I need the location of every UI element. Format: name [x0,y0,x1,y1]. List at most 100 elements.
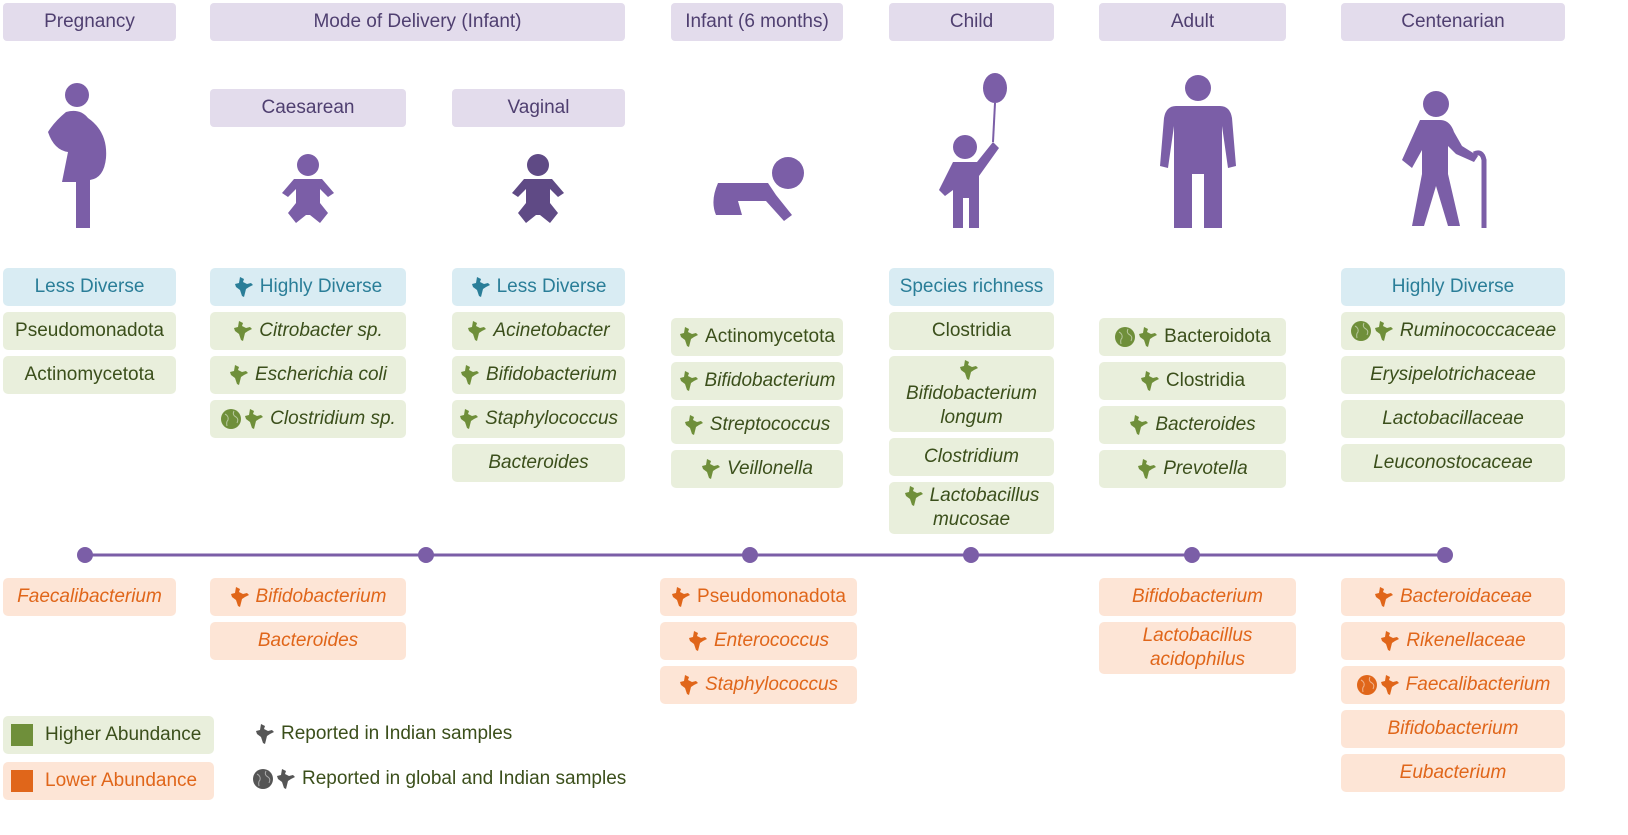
lower-abundance-item: Eubacterium [1341,754,1565,792]
header-child: Child [889,3,1054,41]
adult-icon [1160,75,1236,228]
box-content: Staphylococcus [459,407,618,431]
box-content: Actinomycetota [25,363,155,387]
sample-marks [233,320,253,342]
india-map-icon [672,586,691,607]
taxon-label: Actinomycetota [24,364,155,385]
sample-marks [230,586,250,608]
lower-abundance-item: Bifidobacterium [1341,710,1565,748]
box-content: Bacteroides [1129,413,1256,437]
legend-lower-label: Lower Abundance [45,770,198,791]
header-infant: Infant (6 months) [671,3,843,41]
sample-marks [1350,320,1394,342]
higher-abundance-item: Lactobacillaceae [1341,400,1565,438]
box-content: Lactobacillus mucosae [895,484,1048,532]
taxon-label: Citrobacter sp. [259,320,383,341]
taxon-label: Bacteroides [488,452,589,473]
taxon-label: Bifidobacterium [704,370,836,391]
higher-abundance-item: Bifidobacterium [452,356,625,394]
taxon-label: Less Diverse [34,276,145,297]
sample-marks [701,458,721,480]
lower-abundance-item: Faecalibacterium [3,578,176,616]
box-content: Clostridium sp. [220,407,396,431]
box-content: Bacteroidaceae [1374,585,1532,609]
legend-global-marks [252,768,296,790]
india-map-icon [1381,630,1400,651]
taxon-label: Lactobacillus acidophilus [1142,625,1253,670]
box-content: Bifidobacterium [1132,585,1263,609]
timeline-dot [77,547,93,563]
sample-marks [234,276,254,298]
box-content: Less Diverse [471,275,606,299]
box-content: Citrobacter sp. [233,319,383,343]
india-map-icon [959,359,978,380]
diversity-badge: Species richness [889,268,1054,306]
taxon-label: Ruminococcaceae [1399,320,1557,341]
india-map-icon [277,769,295,789]
pregnant-woman-icon [48,83,107,228]
sample-marks [679,674,699,696]
india-map-icon [688,630,707,651]
india-map-icon [1139,326,1158,347]
box-content: Highly Diverse [234,275,382,299]
green-swatch [11,724,33,746]
higher-abundance-item: Prevotella [1099,450,1286,488]
box-content: Enterococcus [688,629,829,653]
lower-abundance-item: Faecalibacterium [1341,666,1565,704]
diversity-badge: Highly Diverse [1341,268,1565,306]
legend-global: Reported in global and Indian samples [252,768,626,790]
legend-india: Reported in Indian samples [255,723,512,745]
higher-abundance-item: Leuconostocaceae [1341,444,1565,482]
taxon-label: Bifidobacterium [1387,718,1519,739]
india-map-icon [471,276,490,297]
higher-abundance-item: Ruminococcaceae [1341,312,1565,350]
taxon-label: Clostridium sp. [270,408,396,429]
lower-abundance-item: Staphylococcus [660,666,857,704]
sample-marks [679,370,699,392]
lower-abundance-item: Lactobacillus acidophilus [1099,622,1296,674]
box-content: Lactobacillus acidophilus [1105,624,1290,672]
box-content: Bacteroidota [1114,325,1271,349]
box-content: Species richness [900,275,1044,299]
india-map-icon [1130,414,1149,435]
taxon-label: Highly Diverse [1391,276,1515,297]
taxon-label: Staphylococcus [484,408,619,429]
taxon-label: Bifidobacterium [255,586,387,607]
taxon-label: Streptococcus [709,414,831,435]
header-mode-of-delivery: Mode of Delivery (Infant) [210,3,625,41]
box-content: Acinetobacter [467,319,610,343]
sample-marks [904,485,924,507]
taxon-label: Species richness [899,276,1044,297]
taxon-label: Lactobacillus mucosae [929,485,1040,530]
sample-marks [1114,326,1158,348]
box-content: Bifidobacterium [1388,717,1519,741]
higher-abundance-item: Bifidobacterium longum [889,356,1054,432]
box-content: Faecalibacterium [1356,673,1550,697]
india-map-icon [459,408,478,429]
india-map-icon [1374,586,1393,607]
globe-icon [1350,320,1371,341]
taxon-label: Bacteroides [257,630,359,651]
box-content: Highly Diverse [1392,275,1514,299]
sample-marks [1129,414,1149,436]
legend-india-marks [255,723,275,745]
higher-abundance-item: Actinomycetota [3,356,176,394]
box-content: Rikenellaceae [1380,629,1526,653]
taxon-label: Clostridium [923,446,1020,467]
lower-abundance-item: Pseudomonadota [660,578,857,616]
higher-abundance-item: Veillonella [671,450,843,488]
higher-abundance-item: Acinetobacter [452,312,625,350]
baby-vaginal-icon [512,154,564,223]
box-content: Prevotella [1137,457,1248,481]
lower-abundance-item: Rikenellaceae [1341,622,1565,660]
timeline-dot [1437,547,1453,563]
box-content: Pseudomonadota [671,585,846,609]
globe-icon [253,769,273,789]
box-content: Clostridia [1140,369,1245,393]
higher-abundance-item: Bifidobacterium [671,362,843,400]
